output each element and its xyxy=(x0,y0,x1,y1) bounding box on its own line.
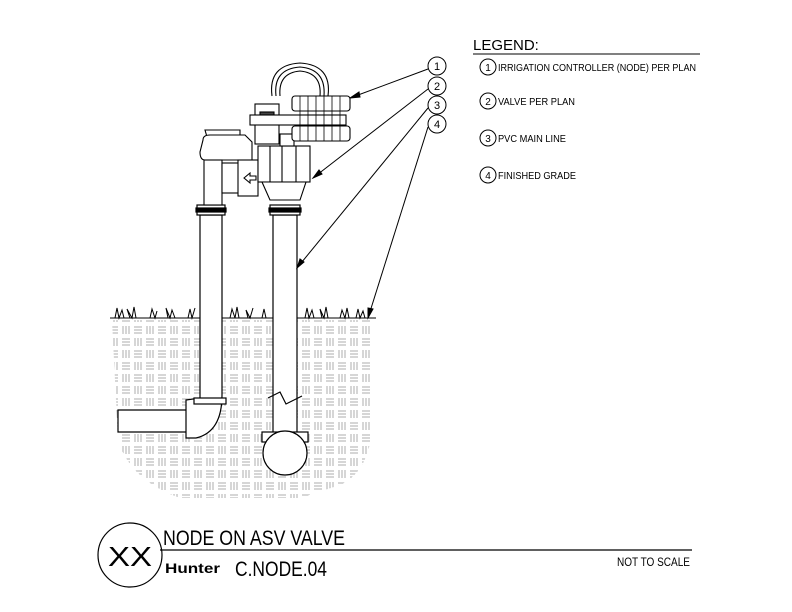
legend-num-4: 4 xyxy=(485,171,491,182)
callout-1: 1 xyxy=(434,61,440,73)
detail-bubble xyxy=(97,522,163,588)
legend-item-4: FINISHED GRADE xyxy=(498,170,576,182)
callout-leaders xyxy=(295,68,429,320)
scale-note: NOT TO SCALE xyxy=(617,555,690,569)
detail-code: C.NODE.04 xyxy=(235,558,327,581)
asv-valve xyxy=(199,103,347,206)
callout-2: 2 xyxy=(434,81,440,93)
legend-title: LEGEND: xyxy=(473,37,539,54)
legend-num-2: 2 xyxy=(485,97,491,108)
legend-item-1: IRRIGATION CONTROLLER (NODE) PER PLAN xyxy=(498,62,696,74)
irrigation-controller-node xyxy=(271,62,351,142)
legend-num-1: 1 xyxy=(485,63,491,74)
detail-title: NODE ON ASV VALVE xyxy=(163,527,345,550)
legend-num-3: 3 xyxy=(485,134,491,145)
finished-grade xyxy=(110,306,376,320)
hunter-logo: Hunter xyxy=(165,560,221,576)
pvc-riser-left xyxy=(117,204,227,439)
legend-item-2: VALVE PER PLAN xyxy=(498,96,575,108)
callout-3: 3 xyxy=(434,100,440,112)
legend-bubbles xyxy=(479,58,497,184)
pvc-main-line xyxy=(261,204,309,476)
detail-id: XX xyxy=(108,541,152,572)
soil-hatch xyxy=(112,320,372,498)
callout-bubbles xyxy=(427,56,447,134)
callout-4: 4 xyxy=(434,119,440,131)
legend-item-3: PVC MAIN LINE xyxy=(498,133,566,145)
